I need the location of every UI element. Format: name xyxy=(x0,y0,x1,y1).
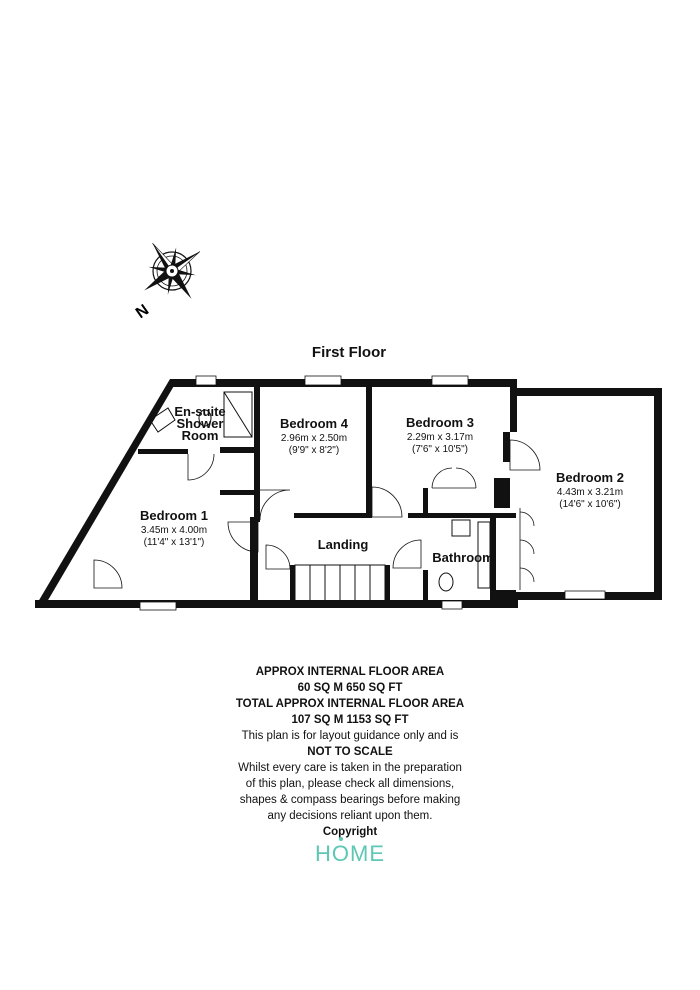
room-label-landing: Landing xyxy=(318,537,369,552)
room-label-bedroom3: Bedroom 3 2.29m x 3.17m (7'6" x 10'5") xyxy=(406,415,474,455)
floor-title: First Floor xyxy=(312,344,386,361)
svg-text:(11'4" x 13'1"): (11'4" x 13'1") xyxy=(144,537,205,548)
svg-text:(14'6" x 10'6"): (14'6" x 10'6") xyxy=(559,499,621,510)
svg-text:(7'6" x 10'5"): (7'6" x 10'5") xyxy=(412,444,468,455)
info-line: of this plan, please check all dimension… xyxy=(245,778,455,790)
staircase xyxy=(294,564,386,602)
svg-text:Shower: Shower xyxy=(177,416,224,431)
room-label-ensuite: En-suite Shower Room xyxy=(174,404,225,443)
svg-text:2.96m x 2.50m: 2.96m x 2.50m xyxy=(281,433,347,444)
svg-text:Room: Room xyxy=(182,428,219,443)
svg-text:En-suite: En-suite xyxy=(174,404,225,419)
info-line: NOT TO SCALE xyxy=(307,746,393,758)
info-line: This plan is for layout guidance only an… xyxy=(241,730,459,742)
logo-text: O xyxy=(331,841,350,866)
svg-text:Bedroom 4: Bedroom 4 xyxy=(280,416,349,431)
room-label-bedroom4: Bedroom 4 2.96m x 2.50m (9'9" x 8'2") xyxy=(280,416,349,456)
room-label-bedroom1: Bedroom 1 3.45m x 4.00m (11'4" x 13'1") xyxy=(140,508,208,548)
svg-text:Bedroom 1: Bedroom 1 xyxy=(140,508,208,523)
info-line: Copyright xyxy=(322,826,378,838)
interior-walls xyxy=(138,387,516,608)
svg-text:2.29m x 3.17m: 2.29m x 3.17m xyxy=(407,432,473,443)
doors xyxy=(93,439,541,590)
svg-text:Landing: Landing xyxy=(318,537,369,552)
svg-text:Bathroom: Bathroom xyxy=(432,550,493,565)
logo-text: ME xyxy=(350,841,385,866)
info-line: TOTAL APPROX INTERNAL FLOOR AREA xyxy=(235,698,465,710)
info-line: shapes & compass bearings before making xyxy=(239,794,461,806)
info-line: any decisions reliant upon them. xyxy=(267,810,433,822)
svg-text:Bedroom 3: Bedroom 3 xyxy=(406,415,474,430)
info-line: Whilst every care is taken in the prepar… xyxy=(238,762,462,774)
windows xyxy=(139,375,606,611)
compass-icon xyxy=(144,242,201,299)
compass-north-label: N xyxy=(133,302,152,323)
svg-text:(9'9" x 8'2"): (9'9" x 8'2") xyxy=(289,445,339,456)
info-line: 107 SQ M 1153 SQ FT xyxy=(291,714,409,726)
bathroom-fixtures xyxy=(149,391,491,592)
svg-text:3.45m x 4.00m: 3.45m x 4.00m xyxy=(141,525,207,536)
room-label-bedroom2: Bedroom 2 4.43m x 3.21m (14'6" x 10'6") xyxy=(556,470,624,510)
logo-text: H xyxy=(314,841,332,866)
info-line: APPROX INTERNAL FLOOR AREA xyxy=(255,666,445,678)
svg-text:Bedroom 2: Bedroom 2 xyxy=(556,470,624,485)
room-label-bathroom: Bathroom xyxy=(432,550,493,565)
info-line: 60 SQ M 650 SQ FT xyxy=(297,682,403,694)
svg-text:4.43m x 3.21m: 4.43m x 3.21m xyxy=(557,487,623,498)
floor-area-info: APPROX INTERNAL FLOOR AREA 60 SQ M 650 S… xyxy=(150,664,550,840)
